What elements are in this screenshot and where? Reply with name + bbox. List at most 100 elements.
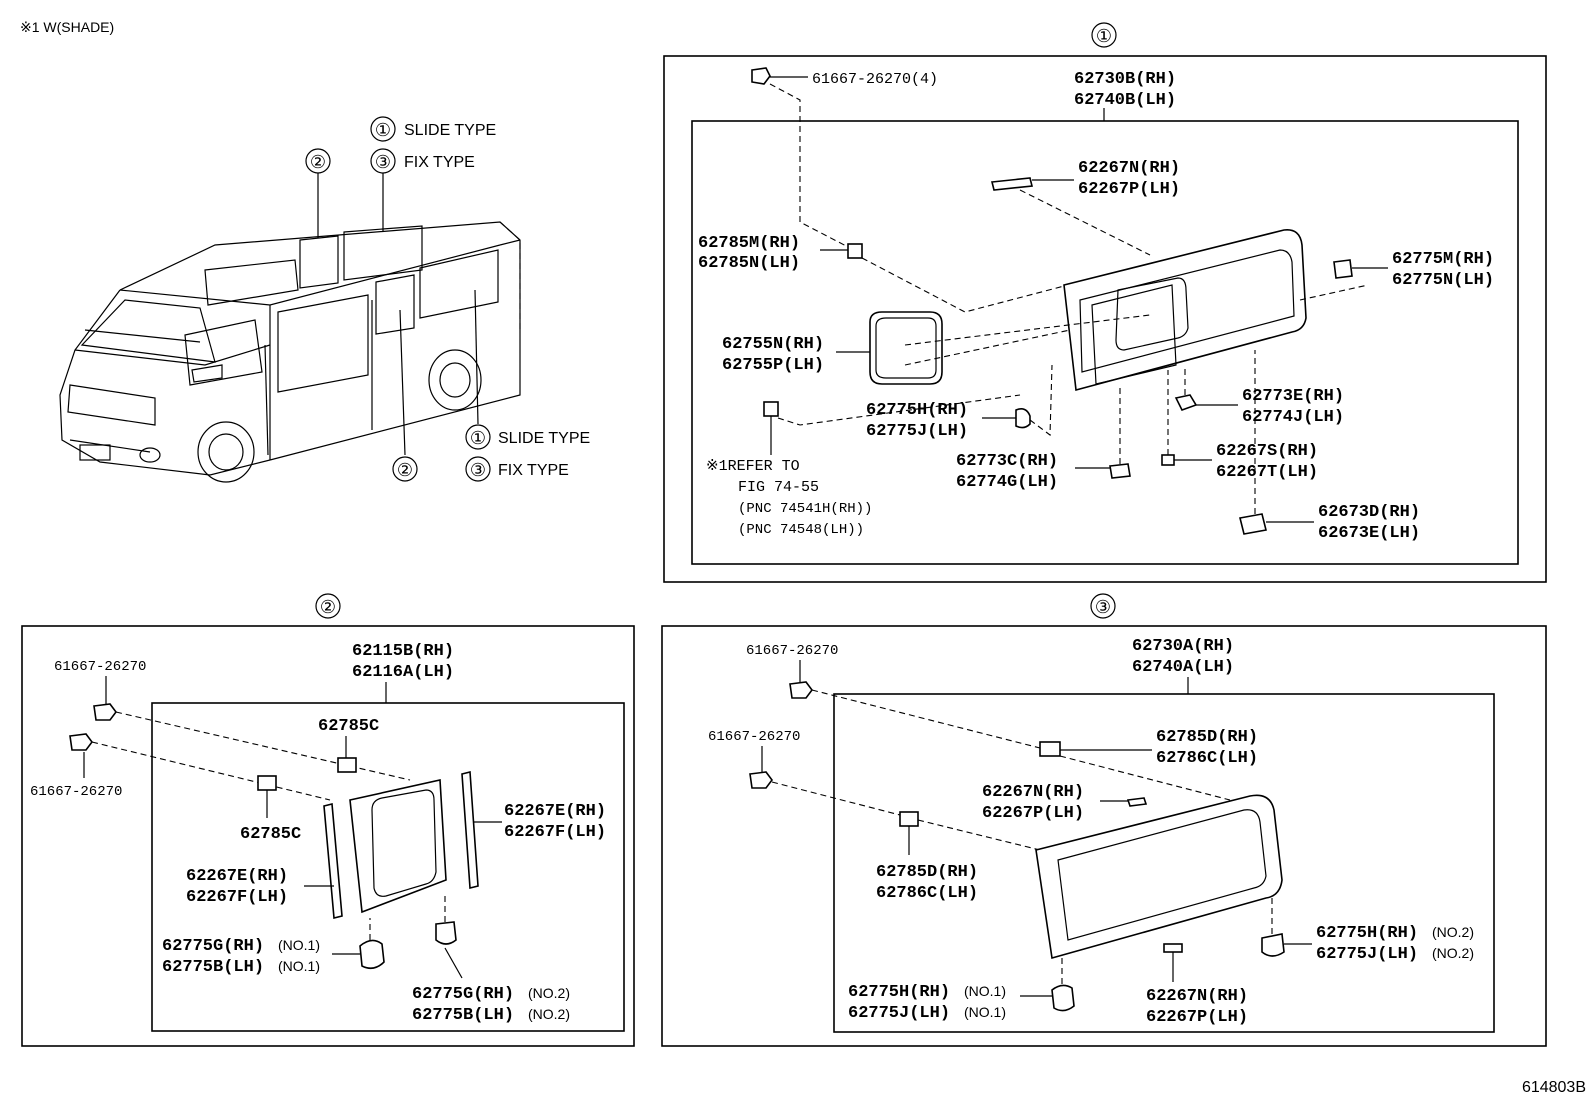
p2-bolt-bottom-label: 61667-26270: [30, 784, 122, 800]
cap-icon: [1261, 933, 1285, 957]
p1-cover-lh: 62673E(LH): [1318, 524, 1420, 543]
callout-1-bottom-num: ①: [470, 428, 486, 448]
cover-icon: [1239, 513, 1267, 535]
p3-clip-left-lh: 62786C(LH): [876, 884, 978, 903]
bolt-icon: [789, 681, 813, 699]
p1-cap2-rh: 62775H(RH): [866, 401, 968, 420]
p1-frame-rh: 62730B(RH): [1074, 70, 1176, 89]
p2-strip-left-lh: 62267F(LH): [186, 888, 288, 907]
callout-slide-type-top: SLIDE TYPE: [404, 122, 496, 139]
figure-id: 614803B: [1522, 1079, 1586, 1096]
p1-lock-rh: 62773C(RH): [956, 452, 1058, 471]
p1-strip-lh: 62267P(LH): [1078, 180, 1180, 199]
panel-3-outer-box: [661, 625, 1547, 1047]
p3-cap-right-no2-a: (NO.2): [1432, 924, 1474, 940]
window-frame-icon: [1035, 794, 1283, 960]
p2-cap2-rh: 62775G(RH): [412, 985, 514, 1004]
panel-1-slide-type: ① 61667-26270(4) 62730B(RH) 62740B(LH) 6…: [663, 22, 1547, 583]
overview-bottom-callouts: ② ① SLIDE TYPE ③ FIX TYPE: [392, 289, 590, 482]
cap-icon: [1333, 259, 1353, 279]
stopper-icon: [1161, 454, 1175, 466]
p3-cap-left-no1-b: (NO.1): [964, 1004, 1006, 1020]
p3-strip-rh: 62267N(RH): [982, 783, 1084, 802]
p1-cap-rh: 62775M(RH): [1392, 250, 1494, 269]
p3-bolt-top-label: 61667-26270: [746, 643, 838, 659]
p3-bolt-mid-label: 61667-26270: [708, 729, 800, 745]
p2-cap1-no1-b: (NO.1): [278, 958, 320, 974]
cap2-icon: [1015, 408, 1031, 429]
strip-icon: [461, 770, 479, 890]
p1-strip-rh: 62267N(RH): [1078, 159, 1180, 178]
p3-cap-left-lh: 62775J(LH): [848, 1004, 950, 1023]
p2-cap2-no2-b: (NO.2): [528, 1006, 570, 1022]
p3-strip-lh: 62267P(LH): [982, 804, 1084, 823]
p1-latch-rh: 62773E(RH): [1242, 387, 1344, 406]
cap-icon: [435, 921, 457, 945]
clip-icon: [1039, 741, 1061, 757]
p2-cap1-lh: 62775B(LH): [162, 958, 264, 977]
p3-clip-top-lh: 62786C(LH): [1156, 749, 1258, 768]
p2-cap1-rh: 62775G(RH): [162, 937, 264, 956]
p1-stop-lh: 62267T(LH): [1216, 463, 1318, 482]
shade-note: ※1 W(SHADE): [20, 19, 114, 35]
p2-clip-left: 62785C: [240, 825, 301, 844]
panel-3-fix-type: ③ 61667-26270 61667-26270 62730A(RH) 627…: [661, 593, 1547, 1047]
clip-icon: [899, 811, 919, 827]
cap-icon: [359, 939, 385, 970]
clip-icon: [257, 775, 277, 791]
weatherstrip-icon: [991, 177, 1033, 191]
panel-2: ② 61667-26270 61667-26270 62115B(RH) 621…: [21, 593, 635, 1047]
overview-top-callouts: ② ① SLIDE TYPE ③ FIX TYPE: [305, 116, 496, 238]
callout-3-bottom-num: ③: [470, 460, 486, 480]
panel-2-outer-box: [21, 625, 635, 1047]
p1-slide-lh: 62755P(LH): [722, 356, 824, 375]
callout-slide-type-bottom: SLIDE TYPE: [498, 430, 590, 447]
window-frame-icon: [1063, 228, 1307, 392]
p1-slide-rh: 62755N(RH): [722, 335, 824, 354]
strip-icon: [323, 802, 343, 920]
callout-2-bottom: ②: [397, 460, 413, 480]
p2-strip-left-rh: 62267E(RH): [186, 867, 288, 886]
callout-fix-type-bottom: FIX TYPE: [498, 462, 569, 479]
p1-frame-lh: 62740B(LH): [1074, 91, 1176, 110]
shade-icon: [763, 401, 779, 417]
p1-refer-line3: (PNC 74541H(RH)): [738, 501, 872, 517]
p3-cap-left-rh: 62775H(RH): [848, 983, 950, 1002]
p1-refer-line1: ※1REFER TO: [706, 458, 800, 475]
bolt-icon: [749, 771, 773, 789]
panel-1-inner-box: [691, 120, 1519, 565]
panel-2-title: ②: [320, 597, 336, 617]
p1-cap2-lh: 62775J(LH): [866, 422, 968, 441]
clip-icon: [337, 757, 357, 773]
bolt-icon: [93, 703, 117, 721]
p2-strip-right-rh: 62267E(RH): [504, 802, 606, 821]
van-illustration: [59, 221, 521, 483]
p1-bolt-label: 61667-26270(4): [812, 71, 938, 88]
callout-1-top-num: ①: [375, 120, 391, 140]
p3-frame-lh: 62740A(LH): [1132, 658, 1234, 677]
p3-clip-top-rh: 62785D(RH): [1156, 728, 1258, 747]
callout-3-top-num: ③: [375, 152, 391, 172]
lock-icon: [1109, 463, 1131, 479]
p2-cap1-no1-a: (NO.1): [278, 937, 320, 953]
callout-fix-type-top: FIX TYPE: [404, 154, 475, 171]
p1-stop-rh: 62267S(RH): [1216, 442, 1318, 461]
p3-frame-rh: 62730A(RH): [1132, 637, 1234, 656]
p1-refer-line4: (PNC 74548(LH)): [738, 522, 864, 538]
p2-frame-rh: 62115B(RH): [352, 642, 454, 661]
p3-cap-left-no1-a: (NO.1): [964, 983, 1006, 999]
p3-strip-bottom-rh: 62267N(RH): [1146, 987, 1248, 1006]
p1-clip-rh: 62785M(RH): [698, 234, 800, 253]
p2-frame-lh: 62116A(LH): [352, 663, 454, 682]
p3-strip-bottom-lh: 62267P(LH): [1146, 1008, 1248, 1027]
p2-cap2-lh: 62775B(LH): [412, 1006, 514, 1025]
latch-icon: [1174, 394, 1198, 411]
p3-clip-left-rh: 62785D(RH): [876, 863, 978, 882]
callout-2-top: ②: [310, 152, 326, 172]
strip-icon: [1163, 943, 1183, 953]
p1-cover-rh: 62673D(RH): [1318, 503, 1420, 522]
p3-cap-right-rh: 62775H(RH): [1316, 924, 1418, 943]
panel-1-outer-box: [663, 55, 1547, 583]
panel-1-title: ①: [1096, 26, 1112, 46]
p1-lock-lh: 62774G(LH): [956, 473, 1058, 492]
